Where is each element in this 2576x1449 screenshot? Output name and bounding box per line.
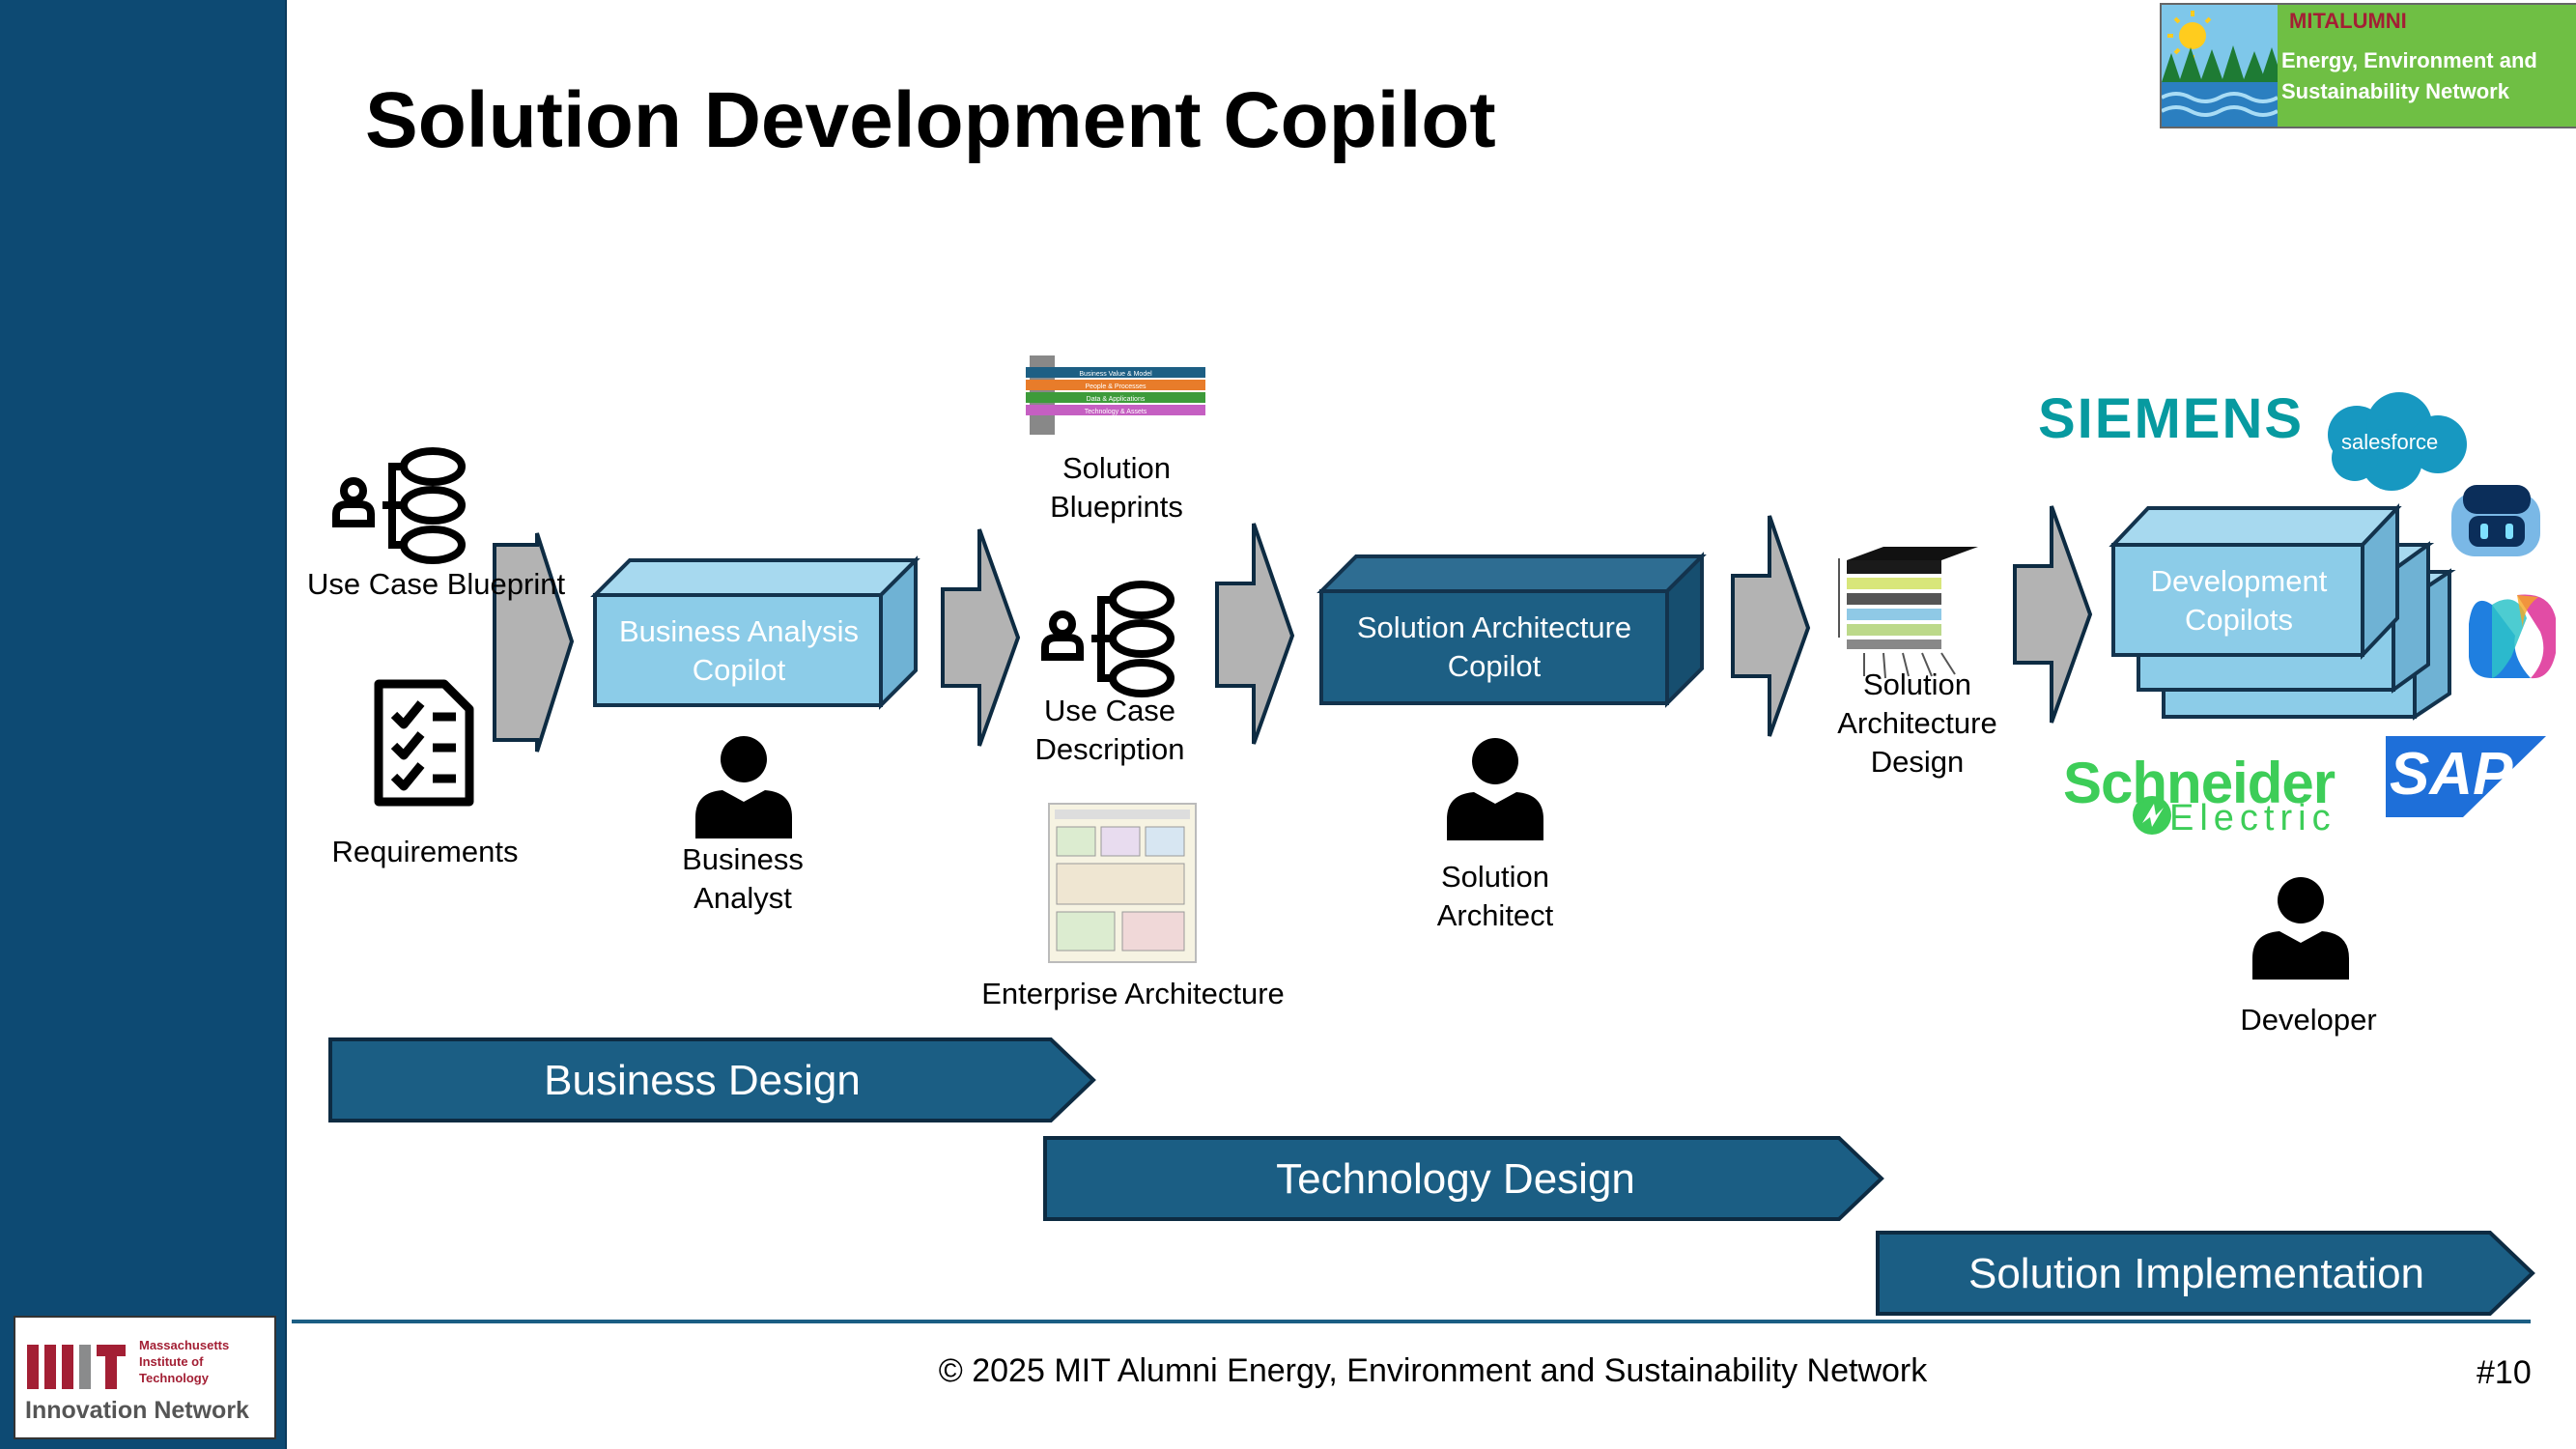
solution-architecture-copilot-label: Solution Architecture Copilot <box>1356 611 1632 683</box>
enterprise-architecture-diagram <box>1048 803 1197 963</box>
salesforce-logo <box>2328 392 2467 491</box>
development-copilots-stack <box>2109 502 2456 721</box>
microsoft-copilot-icon <box>2469 594 2556 679</box>
solution-architect-person-icon <box>1447 738 1543 840</box>
copilot-robot-icon <box>2451 485 2540 556</box>
mit-logo-line3: Technology <box>139 1371 209 1385</box>
solution-architect-label: Solution Architect <box>1436 860 1554 932</box>
flow-arrow-2 <box>941 528 1021 747</box>
phase-solution-implementation-label: Solution Implementation <box>1967 1250 2425 1297</box>
landscape-icon <box>2162 5 2278 127</box>
phase-band-business-design <box>328 1037 1096 1122</box>
business-analyst-label: Business Analyst <box>682 842 804 915</box>
business-analyst-person-icon <box>695 736 792 838</box>
schneider-electric-icon <box>2133 796 2171 835</box>
mit-alumni-ees-logo: MITALUMNI Energy, Environment and Sustai… <box>2160 3 2576 128</box>
salesforce-logo-text: salesforce <box>2341 430 2439 454</box>
mit-alumni-brand: MITALUMNI <box>2289 9 2407 33</box>
use-case-description-label: Use Case Description <box>1034 694 1185 766</box>
flow-arrow-5 <box>2013 505 2093 724</box>
logo-line2: Sustainability Network <box>2281 79 2509 103</box>
footer-copyright: © 2025 MIT Alumni Energy, Environment an… <box>938 1352 1928 1389</box>
solution-architecture-copilot-box <box>1316 552 1707 708</box>
solution-blueprints-label: Solution Blueprints <box>1050 451 1183 524</box>
logo-line1: Energy, Environment and <box>2281 48 2537 72</box>
business-analysis-copilot-box <box>590 555 920 710</box>
blueprint-layer-label: Business Value & Model <box>1079 371 1152 378</box>
phase-technology-design-label: Technology Design <box>1276 1155 1635 1203</box>
use-case-blueprint-icon <box>336 451 462 560</box>
solution-architecture-design-graphic <box>1838 547 1978 679</box>
mit-logo-mark <box>27 1345 126 1389</box>
developer-label: Developer <box>2240 1003 2377 1037</box>
flow-arrow-4 <box>1731 515 1811 737</box>
blueprint-layer-label: Technology & Assets <box>1085 409 1147 415</box>
mit-logo-line1: Massachusetts <box>139 1338 230 1352</box>
blueprint-layer-label: People & Processes <box>1085 384 1146 390</box>
page-number: #10 <box>2477 1354 2532 1391</box>
electric-logo-text: Electric <box>2169 798 2336 838</box>
phase-band-solution-implementation <box>1876 1231 2535 1316</box>
mit-logo-network: Innovation Network <box>25 1397 249 1424</box>
phase-business-design-label: Business Design <box>544 1057 861 1104</box>
schneider-logo-text: Schneider <box>2063 751 2335 815</box>
solution-architecture-design-label: Solution Architecture Design <box>1837 668 1997 779</box>
sap-logo-text: SAP <box>2390 741 2513 808</box>
use-case-blueprint-label: Use Case Blueprint <box>307 567 566 601</box>
business-analysis-copilot-label: Business Analysis Copilot <box>618 614 860 687</box>
flow-arrow-1 <box>493 532 575 753</box>
requirements-label: Requirements <box>331 835 519 868</box>
left-sidebar <box>0 0 287 1449</box>
requirements-checklist-icon <box>374 679 474 807</box>
development-copilots-label: Development Copilots <box>2150 564 2328 637</box>
use-case-description-icon <box>1045 584 1171 694</box>
flow-arrow-3 <box>1215 523 1295 745</box>
developer-person-icon <box>2252 877 2349 980</box>
mit-logo-line2: Institute of <box>139 1354 204 1369</box>
mit-innovation-network-logo: Massachusetts Institute of Technology In… <box>14 1316 276 1439</box>
siemens-logo: SIEMENS <box>2038 387 2305 450</box>
enterprise-architecture-label: Enterprise Architecture <box>981 977 1285 1010</box>
blueprint-layer-label: Data & Applications <box>1087 396 1146 403</box>
phase-band-technology-design <box>1043 1136 1884 1221</box>
page-title: Solution Development Copilot <box>365 76 1496 164</box>
sap-logo <box>2386 736 2546 817</box>
